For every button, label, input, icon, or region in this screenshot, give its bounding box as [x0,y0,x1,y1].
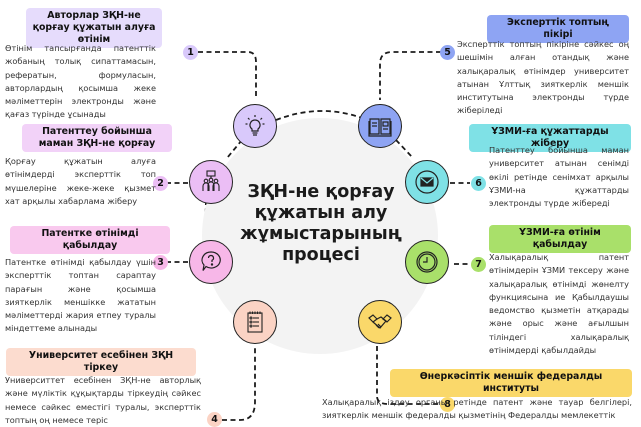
open-book-icon [368,118,392,137]
lightbulb-icon [245,115,265,136]
step-8-node [358,300,402,344]
step-7-label: ҰЗМИ-ға өтінім қабылдау [489,225,631,253]
step-7-description: Халықаралық патент өтінімдерін ҰЗМИ текс… [489,252,629,356]
step-7-badge: 7 [471,257,486,272]
ring-arc [275,110,363,121]
step-5-node [358,104,402,148]
ring-arc [226,139,243,159]
leader-line-1 [198,51,257,98]
step-8-badge: 8 [440,397,455,412]
step-7-node [405,240,449,284]
leader-line-5 [379,51,441,100]
clock-icon [416,251,438,273]
envelope-icon [415,170,439,194]
step-4-badge: 4 [207,412,222,427]
question-bubble-icon [201,251,221,271]
step-6-node [405,160,449,204]
leader-line-4 [222,346,256,421]
step-6-description: Патенттеу бойынша маман университет атын… [489,145,629,209]
step-1-badge: 1 [183,45,198,60]
ring-arc [395,139,414,159]
step-5-description: Эксперттік топтың пікіріне сәйкес оң шеш… [457,39,629,116]
step-5-badge: 5 [440,45,455,60]
step-3-badge: 3 [153,255,168,270]
handshake-icon [368,314,392,329]
step-1-description: Өтінім тапсырғанда патенттік жобаның тол… [5,43,156,120]
step-4-label: Университет есебінен ЗҚН тіркеу [6,348,196,376]
step-6-label: ҰЗМИ-ға құжаттарды жіберу [469,124,631,152]
step-2-node [189,160,233,204]
step-3-description: Патентке өтінімді қабылдау үшін экспертт… [5,257,156,334]
team-presentation-icon [202,170,220,191]
step-4-description: Университтет есебінен ЗҚН-не авторлық жә… [5,375,201,425]
step-3-label: Патентке өтінімді қабылдау [10,226,170,254]
step-3-node [189,240,233,284]
step-2-label: Патенттеу бойынша маман ЗҚН-не қорғау [22,124,172,152]
step-4-node [233,300,277,344]
step-8-description: Халықаралық іздеу органы ретінде патент … [322,397,632,421]
step-5-label: Эксперттік топтың пікірі [487,15,629,43]
step-2-badge: 2 [153,176,168,191]
step-1-label: Авторлар ЗҚН-не қорғау құжатын алуға өті… [26,8,162,48]
step-2-description: Қорғау құжатын алуға өтінімдерді эксперт… [5,156,156,206]
step-1-node [233,104,277,148]
diagram-title: ЗҚН-не қорғау құжатын алу жұмыстарының п… [240,182,402,265]
checklist-notepad-icon [247,311,263,333]
step-8-label: Өнеркәсіптік меншік федералды институты [390,369,632,397]
step-6-badge: 6 [471,176,486,191]
